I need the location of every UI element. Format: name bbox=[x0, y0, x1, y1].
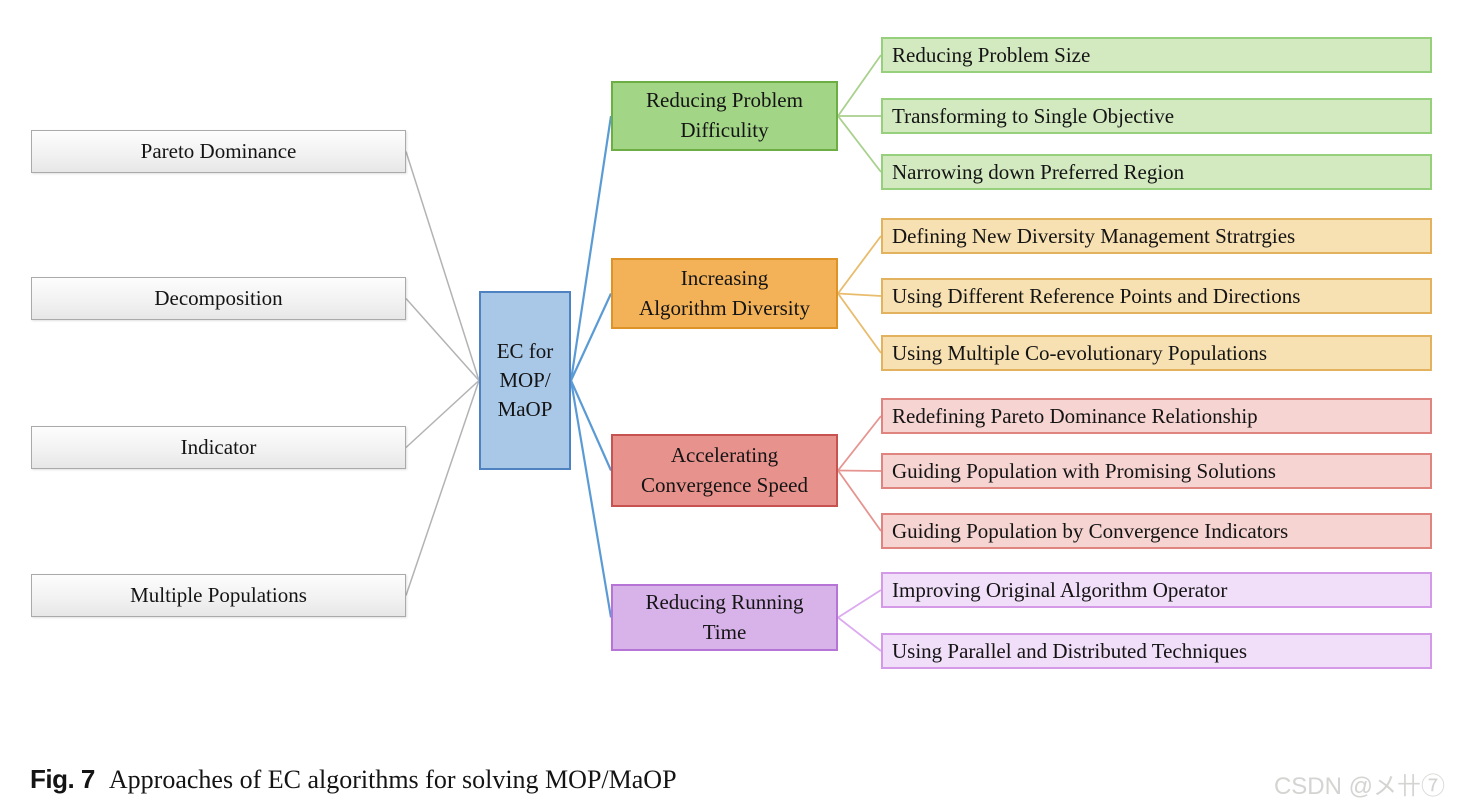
root-node-ec-for-mop-maop: EC for MOP/ MaOP bbox=[479, 291, 571, 470]
leaf-reducing-problem-size: Reducing Problem Size bbox=[881, 37, 1432, 73]
figure-caption-text: Approaches of EC algorithms for solving … bbox=[108, 765, 677, 794]
leaf-guiding-population-by-convergence-indicators: Guiding Population by Convergence Indica… bbox=[881, 513, 1432, 549]
node-indicator: Indicator bbox=[31, 426, 406, 469]
leaf-transforming-to-single-objective: Transforming to Single Objective bbox=[881, 98, 1432, 134]
node-multiple-populations: Multiple Populations bbox=[31, 574, 406, 617]
category-increasing-algorithm-diversity: Increasing Algorithm Diversity bbox=[611, 258, 838, 329]
leaf-using-parallel-and-distributed-techniques: Using Parallel and Distributed Technique… bbox=[881, 633, 1432, 669]
node-decomposition: Decomposition bbox=[31, 277, 406, 320]
node-pareto-dominance: Pareto Dominance bbox=[31, 130, 406, 173]
leaf-narrowing-down-preferred-region: Narrowing down Preferred Region bbox=[881, 154, 1432, 190]
leaf-guiding-population-with-promising-solutions: Guiding Population with Promising Soluti… bbox=[881, 453, 1432, 489]
category-accelerating-convergence-speed: Accelerating Convergence Speed bbox=[611, 434, 838, 507]
leaf-using-different-reference-points-and-directions: Using Different Reference Points and Dir… bbox=[881, 278, 1432, 314]
category-reducing-running-time: Reducing Running Time bbox=[611, 584, 838, 651]
figure-caption: Fig. 7 Approaches of EC algorithms for so… bbox=[30, 764, 677, 795]
leaf-defining-new-diversity-management-strategies: Defining New Diversity Management Stratr… bbox=[881, 218, 1432, 254]
figure-caption-label: Fig. 7 bbox=[30, 764, 95, 794]
csdn-watermark: CSDN @メ卄⑦ bbox=[1273, 773, 1445, 800]
leaf-using-multiple-co-evolutionary-populations: Using Multiple Co-evolutionary Populatio… bbox=[881, 335, 1432, 371]
category-reducing-problem-difficulty: Reducing Problem Difficulity bbox=[611, 81, 838, 151]
leaf-redefining-pareto-dominance-relationship: Redefining Pareto Dominance Relationship bbox=[881, 398, 1432, 434]
leaf-improving-original-algorithm-operator: Improving Original Algorithm Operator bbox=[881, 572, 1432, 608]
